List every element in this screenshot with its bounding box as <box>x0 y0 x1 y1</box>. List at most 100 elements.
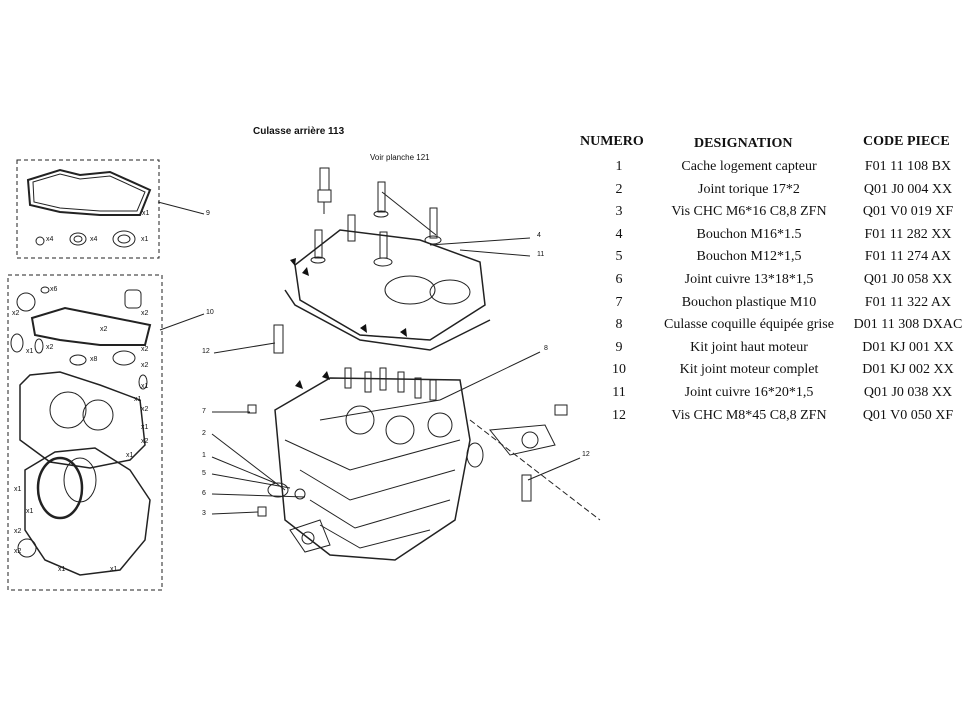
row-code: Q01 V0 019 XF <box>862 204 954 220</box>
qty-mark: x2 <box>141 310 149 317</box>
row-code: F01 11 282 XX <box>864 226 952 242</box>
cylinder-gasket <box>19 371 146 469</box>
qty-mark: x8 <box>90 356 98 363</box>
row-designation: Kit joint haut moteur <box>690 339 808 355</box>
qty-mark: x4 <box>46 236 54 243</box>
qty-mark: x1 <box>58 566 66 573</box>
qty-mark: x2 <box>100 326 108 333</box>
large-o-ring <box>36 456 84 520</box>
row-designation: Joint cuivre 13*18*1,5 <box>684 272 814 287</box>
callout-2: 2 <box>202 430 206 437</box>
callout-7: 7 <box>202 408 206 415</box>
chain-tensioner <box>489 424 556 456</box>
table-row: 5 Bouchon M12*1,5 F01 11 274 AX <box>574 249 970 272</box>
valve-cover-gasket <box>26 168 152 216</box>
callout-4: 4 <box>537 232 541 239</box>
callout-11: 11 <box>537 251 545 258</box>
qty-mark: x2 <box>141 346 149 353</box>
qty-mark: x6 <box>50 286 58 293</box>
row-number: 1 <box>615 159 623 174</box>
intake-flange <box>289 519 331 553</box>
bolt-12 <box>273 324 284 354</box>
qty-mark: x1 <box>142 210 150 217</box>
qty-mark: x2 <box>141 362 149 369</box>
row-designation: Cache logement capteur <box>681 159 817 174</box>
row-code: D01 KJ 001 XX <box>862 339 954 355</box>
row-designation: Joint torique 17*2 <box>698 181 800 197</box>
qty-mark: x1 <box>26 348 34 355</box>
callout-3: 3 <box>202 510 206 517</box>
plug-7 <box>247 404 257 414</box>
spark-plug <box>319 167 330 191</box>
callout-10: 10 <box>206 309 214 316</box>
o-ring-2 <box>294 488 306 500</box>
row-designation: Vis CHC M6*16 C8,8 ZFN <box>671 204 827 220</box>
qty-mark: x1 <box>141 424 149 431</box>
row-number: 5 <box>615 249 623 265</box>
row-code: F01 11 322 AX <box>864 294 952 310</box>
table-row: 2 Joint torique 17*2 Q01 J0 004 XX <box>574 182 970 205</box>
callout-1: 1 <box>202 452 206 459</box>
seal-ring-large <box>112 230 136 248</box>
bolt-12b <box>521 474 532 502</box>
row-number: 11 <box>612 385 626 400</box>
qty-mark: x4 <box>90 236 98 243</box>
reference-note: Voir planche 121 <box>370 153 430 162</box>
cover-bolts <box>310 181 442 267</box>
row-designation: Vis CHC M8*45 C8,8 ZFN <box>671 407 827 423</box>
row-designation: Kit joint moteur complet <box>679 362 819 378</box>
sensor-cover <box>267 482 289 498</box>
o-ring <box>16 292 36 312</box>
row-code: Q01 V0 050 XF <box>862 407 954 423</box>
row-designation: Bouchon plastique M10 <box>681 294 817 310</box>
callout-8: 8 <box>544 345 548 352</box>
head-gasket-top <box>30 306 152 346</box>
callout-5: 5 <box>202 470 206 477</box>
row-number: 8 <box>615 317 623 333</box>
row-designation: Bouchon M12*1,5 <box>696 249 802 265</box>
qty-mark: x2 <box>14 548 22 555</box>
row-code: Q01 J0 058 XX <box>863 272 953 287</box>
callout-9: 9 <box>206 210 210 217</box>
qty-mark: x2 <box>14 528 22 535</box>
header-numero: NUMERO <box>580 134 644 149</box>
row-code: Q01 J0 038 XX <box>863 385 953 400</box>
row-number: 6 <box>615 272 623 287</box>
callout-12b: 12 <box>582 451 590 458</box>
qty-mark: x2 <box>46 344 54 351</box>
qty-mark: x1 <box>14 486 22 493</box>
washer-small <box>35 236 45 246</box>
row-number: 2 <box>615 181 623 197</box>
row-code: F01 11 274 AX <box>864 249 952 265</box>
screw-3 <box>257 506 267 517</box>
row-number: 7 <box>615 294 623 310</box>
qty-mark: x1 <box>26 508 34 515</box>
kit-9-box <box>16 159 160 259</box>
row-number: 12 <box>612 407 626 423</box>
row-code: D01 KJ 002 XX <box>862 362 954 378</box>
table-row: 8 Culasse coquille équipée grise D01 11 30… <box>574 317 970 340</box>
table-row: 12 Vis CHC M8*45 C8,8 ZFN Q01 V0 050 XF <box>574 408 970 431</box>
row-designation: Joint cuivre 16*20*1,5 <box>684 385 814 400</box>
table-row: 6 Joint cuivre 13*18*1,5 Q01 J0 058 XX <box>574 272 970 295</box>
qty-mark: x2 <box>141 438 149 445</box>
header-designation: DESIGNATION <box>694 136 793 151</box>
kit-10-box <box>7 274 163 591</box>
cover-gasket <box>284 289 491 351</box>
qty-mark: x1 <box>141 236 149 243</box>
qty-mark: x2 <box>141 406 149 413</box>
row-designation: Bouchon M16*1.5 <box>696 226 802 242</box>
qty-mark: x2 <box>12 310 20 317</box>
qty-mark: x1 <box>126 452 134 459</box>
row-code: D01 11 308 DXAC <box>853 317 963 333</box>
qty-mark: x1 <box>141 383 149 390</box>
row-designation: Culasse coquille équipée grise <box>664 317 834 333</box>
row-code: Q01 J0 004 XX <box>863 181 953 197</box>
callout-12: 12 <box>202 348 210 355</box>
